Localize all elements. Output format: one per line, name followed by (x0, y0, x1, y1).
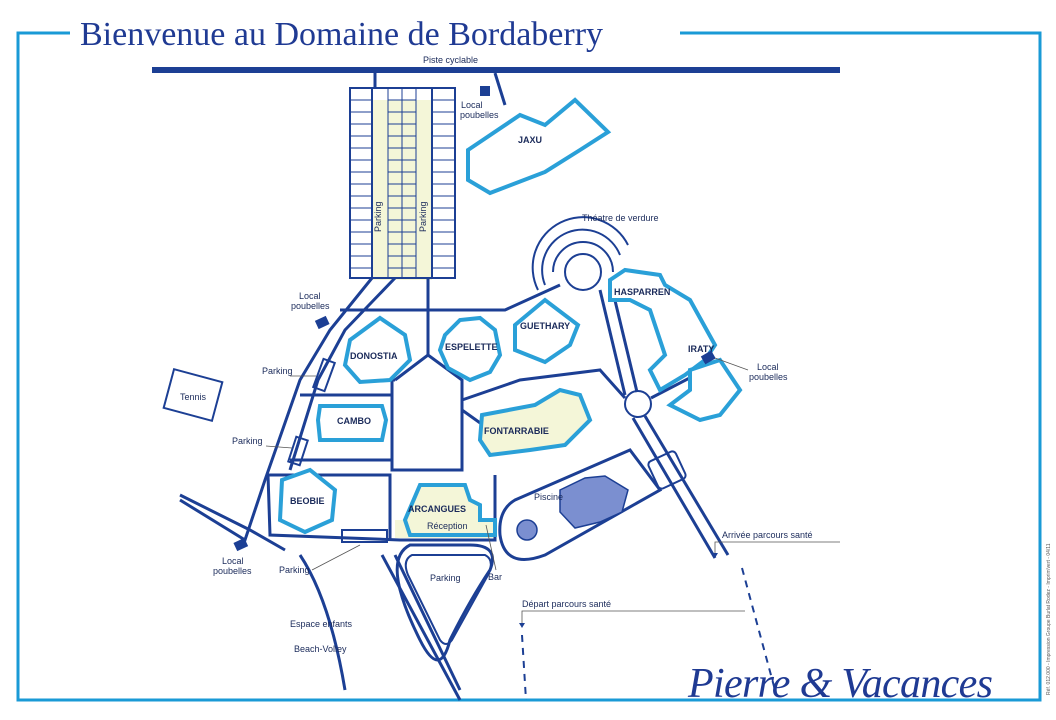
bins-label: poubelles (460, 110, 499, 120)
building-label: FONTARRABIE (484, 426, 549, 436)
health-start-label: Départ parcours santé (522, 599, 611, 609)
building-iraty-annex (666, 357, 743, 423)
bar-pointer (485, 524, 497, 571)
pool-kiosk (647, 450, 687, 490)
frame (16, 31, 1042, 702)
bins-label: Local (222, 556, 244, 566)
building-arcangues (402, 483, 497, 537)
parking-label: Parking (232, 436, 263, 446)
parking-label: Parking (430, 573, 461, 583)
building-fontarrabie (477, 387, 593, 458)
bins-label: poubelles (213, 566, 252, 576)
tennis-court (162, 367, 224, 423)
bins-label: poubelles (749, 372, 788, 382)
kids-area-label: Espace enfants (290, 619, 353, 629)
bins-label: poubelles (291, 301, 330, 311)
building-label: DONOSTIA (350, 351, 398, 361)
swimming-pool (559, 475, 629, 529)
roads (179, 72, 730, 701)
parking-label: Parking (262, 366, 293, 376)
building-hasparren-iraty (608, 267, 718, 393)
pool-area (498, 448, 663, 561)
side-parking (287, 357, 388, 543)
building-label: GUETHARY (520, 321, 570, 331)
building-jaxu (466, 97, 612, 196)
health-trail (519, 541, 840, 701)
roundabout (624, 390, 652, 418)
tennis-label: Tennis (180, 392, 207, 402)
parking-label: Parking (279, 565, 310, 575)
building-label: BEOBIE (290, 496, 325, 506)
health-end-label: Arrivée parcours santé (722, 530, 813, 540)
building-beobie (277, 467, 338, 535)
main-parking-lot (349, 87, 456, 279)
building-label: HASPARREN (614, 287, 670, 297)
pool-label: Piscine (534, 492, 563, 502)
building-label: CAMBO (337, 416, 371, 426)
bar-label: Bar (488, 572, 502, 582)
building-label: JAXU (518, 135, 542, 145)
footer-ref: Réf. 012.000 - Impression Groupe Burlat … (1046, 543, 1052, 695)
beach-volley-label: Beach-Volley (294, 644, 347, 654)
parking-label: Parking (373, 201, 383, 232)
theatre-de-verdure (531, 216, 629, 291)
building-guethary (513, 297, 581, 365)
building-label: ARCANGUES (408, 504, 466, 514)
bins-label: Local (757, 362, 779, 372)
parking-label: Parking (418, 201, 428, 232)
pierre-vacances-logo: Pierre & Vacances (687, 661, 993, 707)
bike-path (152, 67, 840, 73)
bins-label: Local (299, 291, 321, 301)
reception-label: Réception (427, 521, 468, 531)
page-title: Bienvenue au Domaine de Bordaberry (80, 16, 603, 53)
building-label: IRATY (688, 344, 714, 354)
building-label: ESPELETTE (445, 342, 498, 352)
bins-icons (233, 86, 716, 552)
theatre-label: Théatre de verdure (582, 213, 659, 223)
building-cambo (315, 404, 389, 442)
triangle-parking (404, 554, 492, 645)
building-donostia (342, 315, 413, 385)
paddling-pool (516, 519, 538, 541)
bike-path-label: Piste cyclable (423, 55, 478, 65)
building-espelette (437, 315, 503, 383)
bins-label: Local (461, 100, 483, 110)
